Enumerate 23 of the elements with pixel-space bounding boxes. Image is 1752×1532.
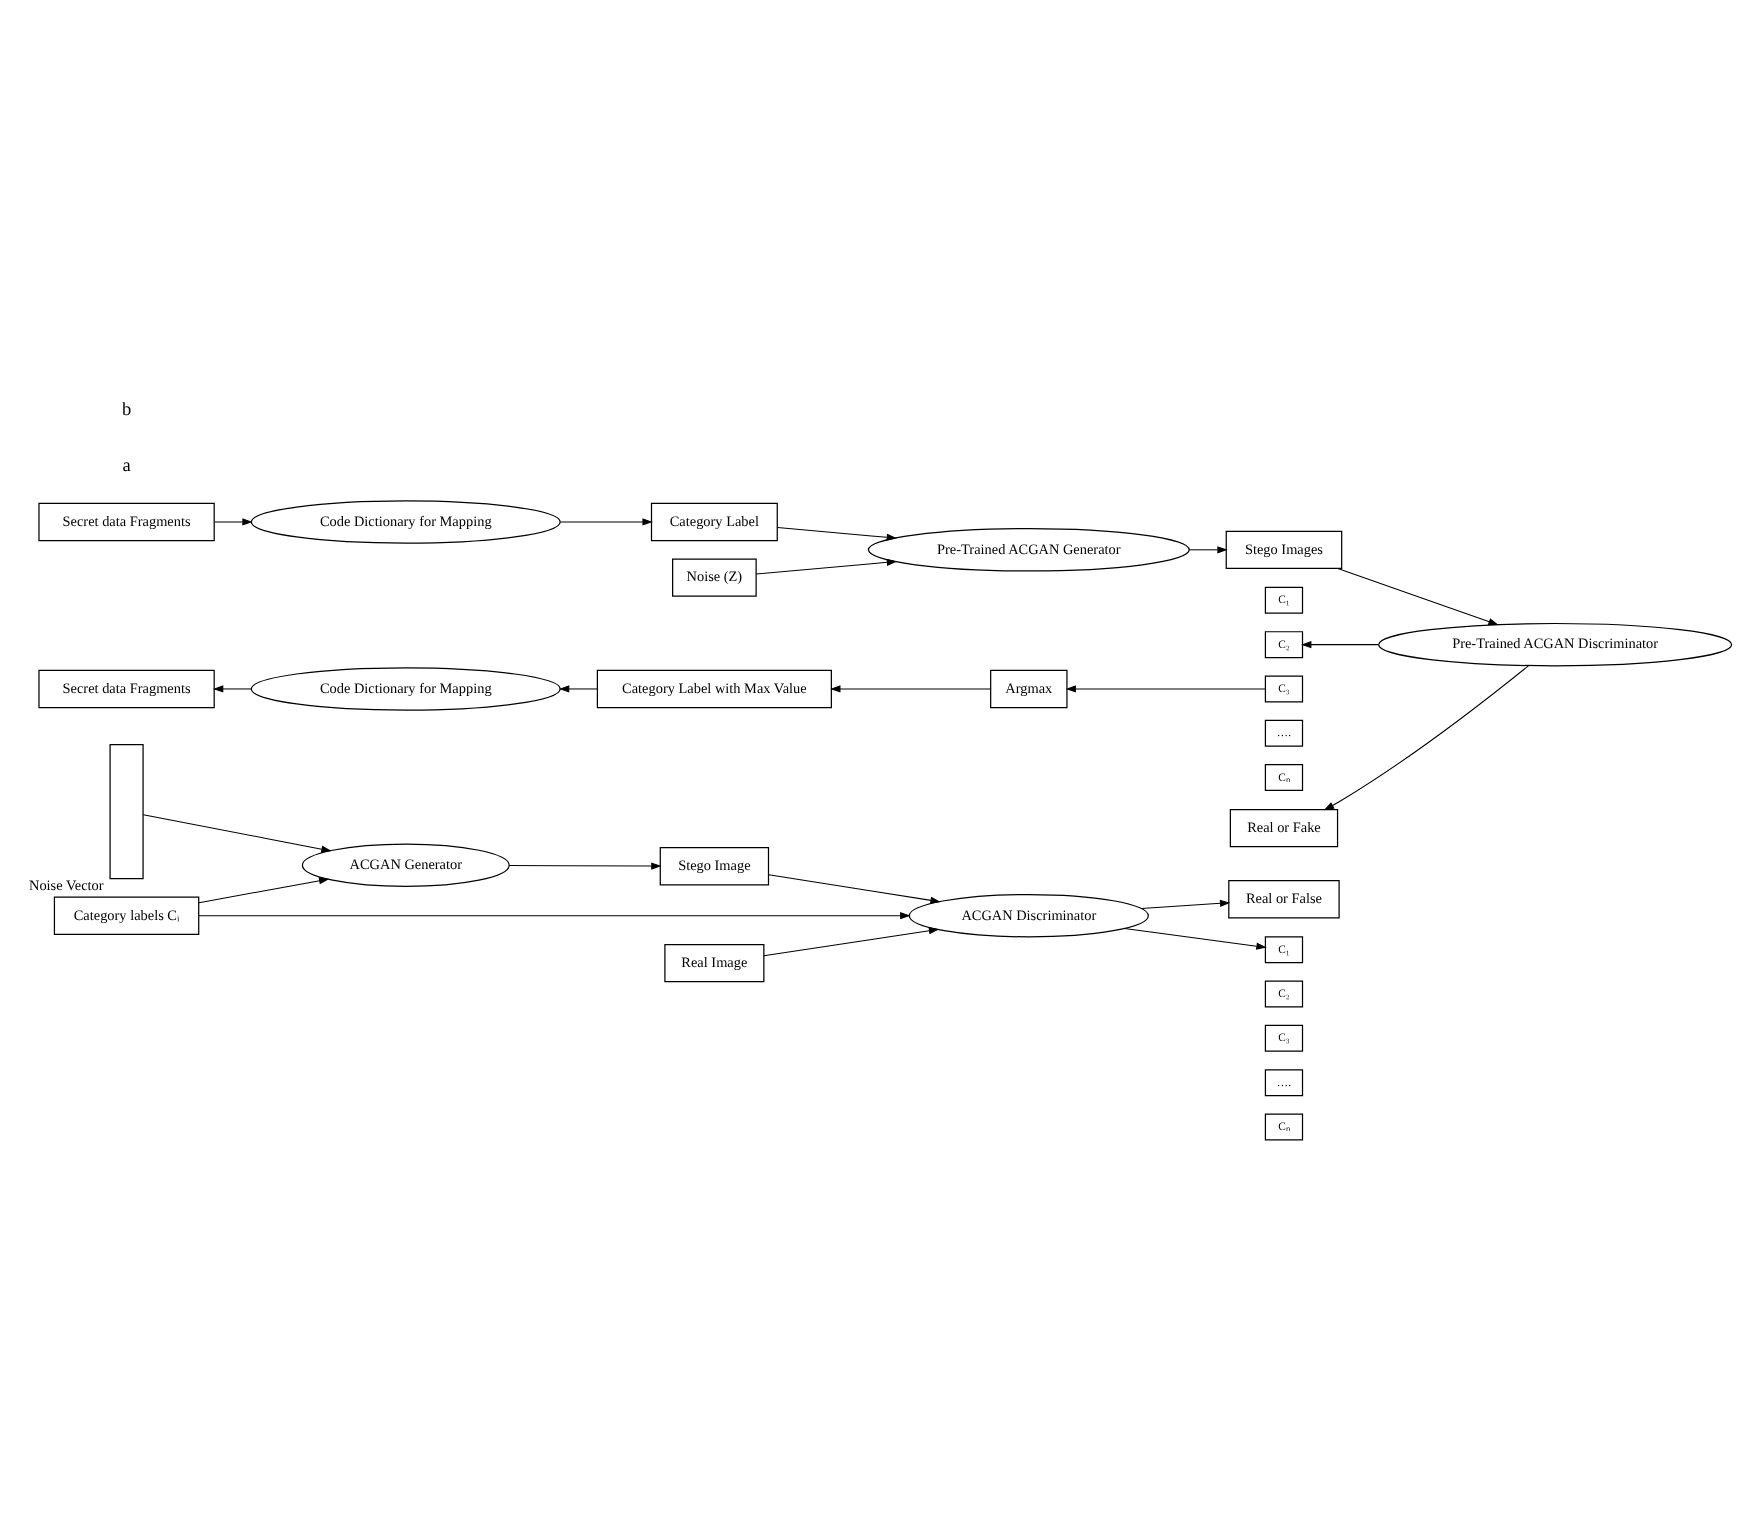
arrow <box>829 685 991 693</box>
arrow <box>1064 685 1265 693</box>
node-box <box>108 744 143 880</box>
arrow <box>141 814 331 853</box>
arrow <box>754 558 897 575</box>
arrow <box>776 527 896 541</box>
arrow <box>762 927 939 957</box>
arrow <box>213 518 252 526</box>
arrow <box>211 685 251 693</box>
arrow <box>559 518 652 526</box>
arrow <box>197 877 329 904</box>
arrow <box>507 862 661 870</box>
arrow <box>1187 546 1227 554</box>
arrow <box>1322 665 1529 811</box>
label: a <box>121 456 130 477</box>
arrow <box>557 685 597 693</box>
arrow <box>1300 641 1379 649</box>
arrow <box>1122 927 1266 950</box>
label: b <box>120 401 131 422</box>
arrow <box>1139 899 1230 909</box>
arrow <box>1336 567 1498 626</box>
arrow <box>197 912 910 920</box>
arrow <box>767 874 940 904</box>
